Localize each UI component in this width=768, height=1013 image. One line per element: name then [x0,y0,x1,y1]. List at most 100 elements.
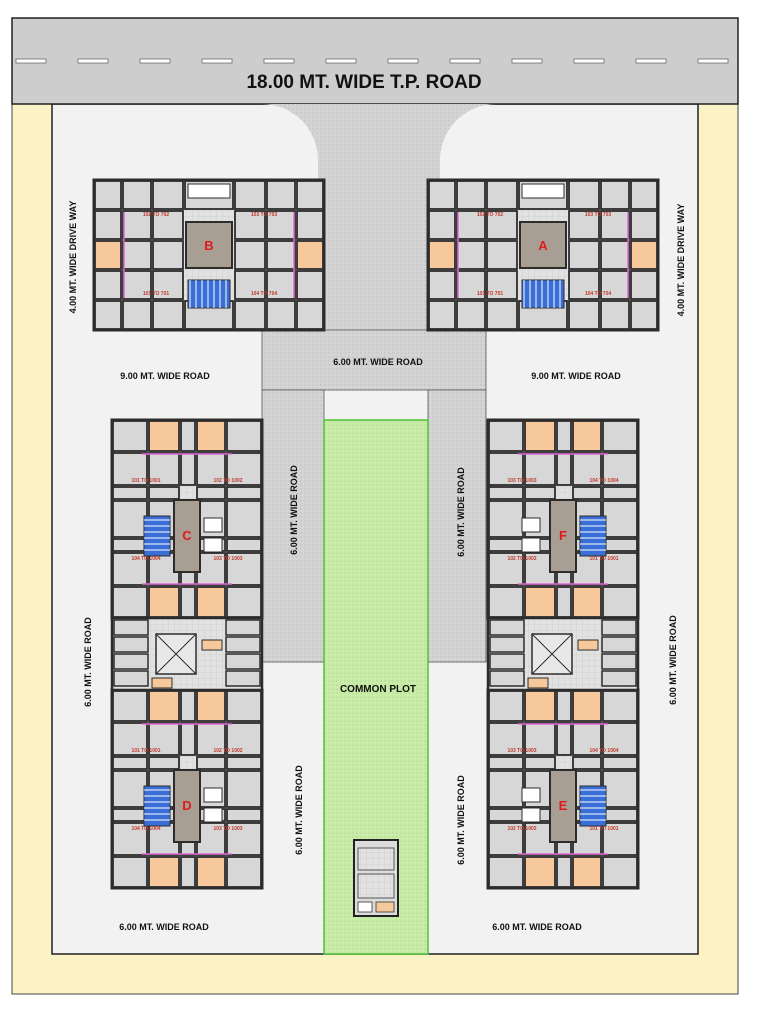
room [122,180,152,210]
room [266,210,296,240]
unit-label: 101 TO 701 [477,291,504,297]
room [196,452,226,486]
lift [521,183,565,199]
shaft-cross [155,633,197,675]
block-label: D [182,798,191,813]
room [556,420,572,452]
room [113,670,149,687]
common-plot-amenity [353,839,399,917]
room [572,722,602,756]
road-label: 6.00 MT. WIDE ROAD [456,775,466,865]
lift-core [549,499,577,573]
lift-core [549,769,577,843]
room [488,552,524,586]
unit-label: 103 TO 1003 [507,478,536,484]
room [456,240,486,270]
staircase [143,515,171,557]
unit-label: 102 TO 1002 [507,826,536,832]
room [456,300,486,330]
room [296,180,324,210]
room [112,690,148,722]
lift [203,537,223,553]
room [196,722,226,756]
staircase [187,279,231,309]
block-label: F [559,528,567,543]
room [180,586,196,618]
room [201,639,223,651]
room [226,722,262,756]
road-dash [325,58,357,64]
room [600,300,630,330]
room [94,240,122,270]
unit-label: 101 TO 1001 [589,826,618,832]
room [180,420,196,452]
lift [521,517,541,533]
room [148,756,180,770]
room [527,677,549,689]
room [630,210,658,240]
room [572,420,602,452]
room [151,677,173,689]
room [602,822,638,856]
room [94,300,122,330]
unit-label: 102 TO 1002 [213,478,242,484]
unit-label: 103 TO 703 [585,212,612,218]
room [226,586,262,618]
road-label: 4.00 MT. WIDE DRIVE WAY [676,204,686,317]
room [225,670,261,687]
road-6m-top [261,329,487,391]
room [112,808,148,822]
room [600,270,630,300]
room [122,240,152,270]
room [152,210,184,240]
room [226,690,262,722]
room [296,240,324,270]
room [556,586,572,618]
room [226,756,262,770]
room [226,452,262,486]
room [601,619,637,636]
room [488,756,524,770]
road-label: 6.00 MT. WIDE ROAD [333,357,423,367]
room [234,270,266,300]
room [234,240,266,270]
room [148,420,180,452]
road-label: 9.00 MT. WIDE ROAD [531,371,621,381]
building-connector-cd [110,616,264,692]
room [524,586,556,618]
room [148,486,180,500]
room [225,636,261,653]
room [630,270,658,300]
room [226,538,262,552]
road-dash [77,58,109,64]
road-dash [573,58,605,64]
room [226,856,262,888]
room [486,240,518,270]
staircase [143,785,171,827]
room [112,538,148,552]
room [266,270,296,300]
staircase [521,279,565,309]
road-dash [635,58,667,64]
room [630,300,658,330]
room [112,856,148,888]
room [94,270,122,300]
room [428,300,456,330]
lift-core [173,769,201,843]
room [196,822,226,856]
room [488,690,524,722]
lift [203,517,223,533]
room [602,452,638,486]
staircase [579,515,607,557]
room [180,722,196,756]
room [226,808,262,822]
road-dash [15,58,47,64]
unit-label: 103 TO 703 [251,212,278,218]
unit-label: 102 TO 702 [477,212,504,218]
room [486,300,518,330]
room [602,538,638,552]
unit-label: 104 TO 1004 [589,748,618,754]
